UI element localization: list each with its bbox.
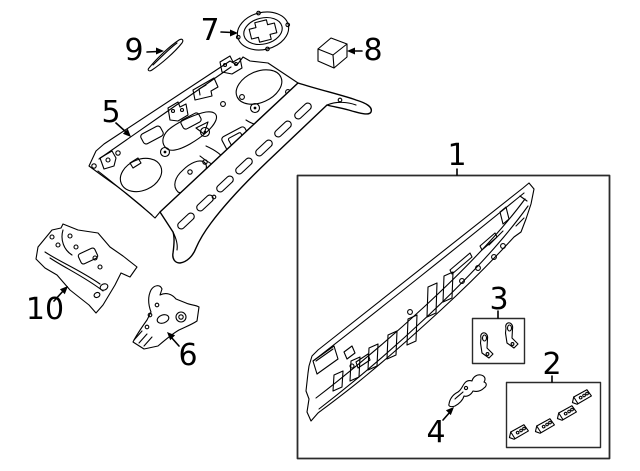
callout-1-label: 1 [447, 138, 467, 173]
side-support-panel-illustration [36, 224, 137, 313]
block-spacer-illustration [318, 38, 347, 68]
callout-2-label: 2 [542, 347, 562, 382]
clip-illustration [481, 333, 494, 358]
callout-3-label: 3 [489, 282, 509, 317]
retainer-clip-illustration [555, 405, 577, 422]
callout-leaders [54, 29, 552, 421]
rear-panel-illustration [306, 183, 534, 421]
callout-10-label: 10 [25, 292, 65, 327]
callout-4-label: 4 [426, 415, 446, 450]
trim-strip-illustration [148, 39, 183, 71]
rear-rail-illustration [160, 83, 371, 263]
part-1-frame-box [298, 176, 610, 459]
callout-5-label: 5 [101, 95, 121, 130]
callout-6-label: 6 [178, 338, 198, 373]
retainer-clip-illustration [533, 418, 555, 435]
callout-9-label: 9 [124, 33, 144, 68]
clip-pair-box [473, 319, 525, 364]
clip-set-box [507, 383, 601, 448]
side-bracket-illustration [133, 286, 199, 349]
callout-8-label: 8 [363, 33, 383, 68]
retainer-clip-illustration [570, 389, 592, 406]
callout-7-label: 7 [200, 13, 220, 48]
clip-illustration [506, 323, 519, 348]
small-bracket-illustration [449, 375, 486, 407]
retainer-clip-illustration [507, 424, 529, 441]
oval-emblem-illustration [232, 5, 295, 58]
